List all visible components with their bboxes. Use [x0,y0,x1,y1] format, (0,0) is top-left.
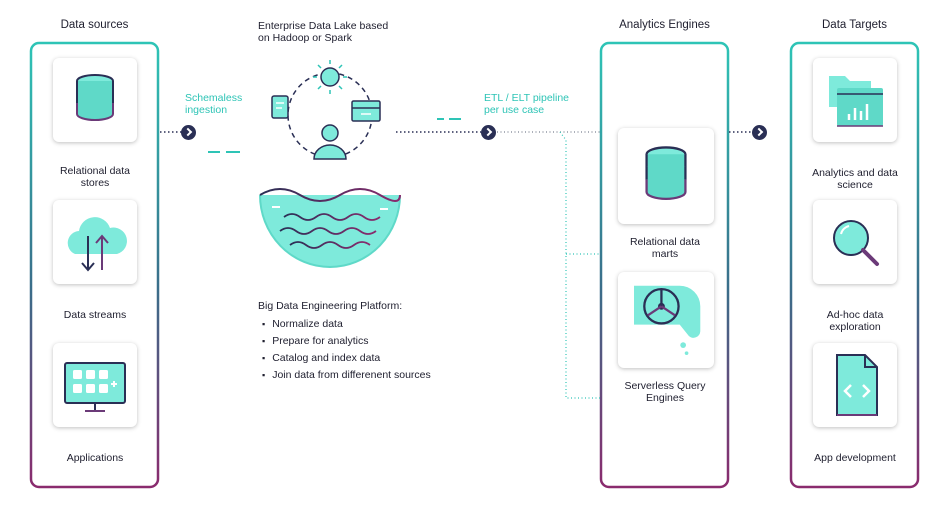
magnifier-icon [833,220,879,266]
data-targets-frame [789,41,920,489]
monitor-apps-icon [64,362,126,412]
data-lake-illustration [259,60,401,268]
data-sources-frame [29,41,160,489]
cloud-upload-download-icon [67,217,127,272]
arrow-right-icon [752,125,767,140]
serverless-query-engines-label: Serverless Query Engines [624,380,706,404]
list-item: Normalize data [262,316,431,333]
list-item: Prepare for analytics [262,333,431,350]
document-icon [271,95,289,119]
data-targets-title: Data Targets [822,19,887,31]
app-development-card [813,343,897,427]
relational-data-stores-card [53,58,137,142]
arrow-right-icon [181,125,196,140]
box-icon [351,100,381,122]
applications-label: Applications [66,452,124,464]
analytics-data-science-label: Analytics and data science [812,167,898,191]
analytics-engines-title: Analytics Engines [619,19,710,31]
app-development-label: App development [814,452,896,464]
arrow-right-icon [481,125,496,140]
list-item: Join data from differenent sources [262,367,431,384]
analytics-dashboard-icon [829,76,883,127]
platform-title: Big Data Engineering Platform: [258,300,403,312]
relational-data-stores-label: Relational data stores [59,165,131,189]
data-streams-card [53,200,137,284]
data-sources-title: Data sources [60,19,129,31]
ad-hoc-exploration-card [813,200,897,284]
steering-wheel-icon [634,285,701,355]
gear-icon [313,60,347,94]
data-streams-label: Data streams [63,309,127,321]
user-icon [313,124,347,160]
platform-bullets: Normalize data Prepare for analytics Cat… [262,316,431,384]
database-icon [76,74,114,121]
ad-hoc-exploration-label: Ad-hoc data exploration [826,309,884,333]
database-icon [645,146,687,200]
code-file-icon [836,354,878,416]
serverless-query-engines-card [618,272,714,368]
list-item: Catalog and index data [262,350,431,367]
relational-data-marts-card [618,128,714,224]
applications-card [53,343,137,427]
connector-branch [559,131,601,399]
analytics-data-science-card [813,58,897,142]
analytics-engines-frame [599,41,730,489]
relational-data-marts-label: Relational data marts [629,236,701,260]
